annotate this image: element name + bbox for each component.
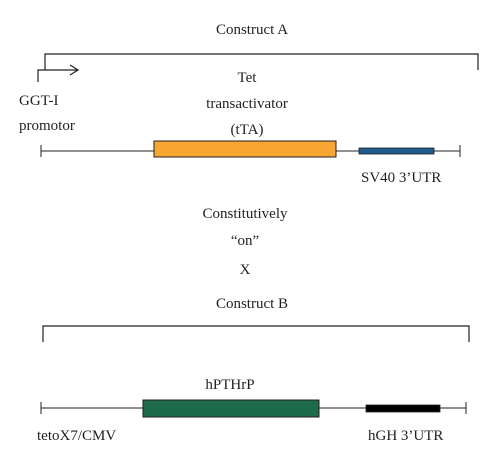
- constitutive-label-line2: “on”: [230, 233, 260, 249]
- gene-label-line3: (tTA): [230, 122, 264, 138]
- tta-gene-box: [153, 140, 337, 158]
- gene-label-line1: Tet: [237, 70, 257, 86]
- hpthrp-gene-box: [142, 399, 320, 418]
- constitutive-label-line1: Constitutively: [202, 206, 288, 222]
- sv40-utr-label: SV40 3’UTR: [361, 170, 442, 186]
- promoter-label-line2: promotor: [19, 118, 75, 134]
- promoter-arrow-icon: [37, 69, 78, 82]
- sv40-utr-box: [358, 147, 435, 155]
- hgh-utr-box: [365, 404, 441, 413]
- tetox7-cmv-label: tetoX7/CMV: [37, 428, 117, 444]
- gene-label-line2: transactivator: [206, 96, 288, 112]
- hgh-utr-label: hGH 3’UTR: [368, 428, 444, 444]
- arrow-head-icon: [69, 64, 80, 76]
- construct-a-title: Construct A: [215, 22, 289, 38]
- construct-b-title: Construct B: [215, 296, 289, 312]
- hpthrp-label: hPTHrP: [205, 377, 255, 393]
- promoter-label-line1: GGT-I: [19, 93, 59, 109]
- cross-label: X: [239, 262, 251, 278]
- construct-b-bracket: [42, 325, 470, 342]
- construct-a-bracket: [44, 53, 479, 70]
